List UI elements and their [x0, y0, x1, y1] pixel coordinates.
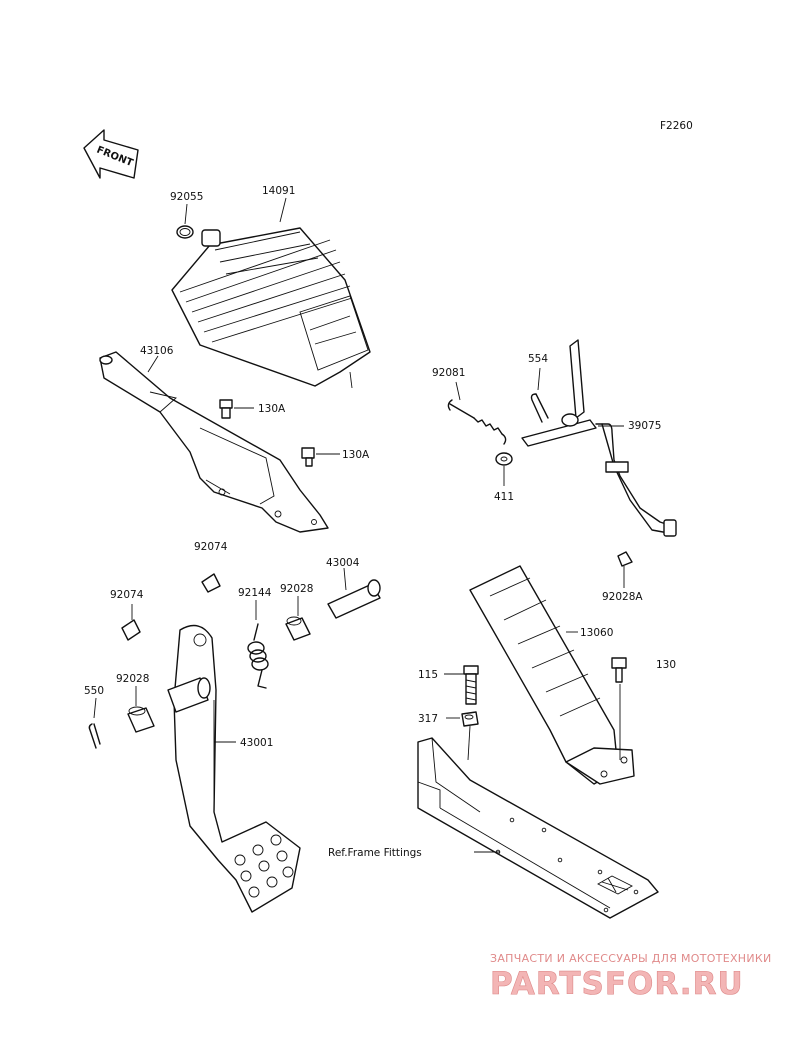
label-92144: 92144 — [238, 587, 272, 599]
label-130: 130 — [656, 659, 676, 671]
label-411: 411 — [494, 491, 514, 503]
collar-92028-lower — [127, 706, 155, 733]
cotter-pin-554 — [530, 393, 549, 423]
watermark: ЗАПЧАСТИ И АКСЕССУАРЫ ДЛЯ МОТОТЕХНИКИ PA… — [490, 952, 772, 1002]
washer-411 — [495, 452, 513, 466]
pedal-43001 — [167, 624, 301, 913]
spring-92144 — [247, 623, 269, 689]
front-arrow-icon: FRONT — [83, 129, 139, 179]
label-92028-lower: 92028 — [116, 673, 149, 685]
pin-43004 — [327, 579, 381, 619]
label-92074-top: 92074 — [194, 541, 228, 553]
watermark-tagline: ЗАПЧАСТИ И АКСЕССУАРЫ ДЛЯ МОТОТЕХНИКИ — [490, 952, 772, 965]
label-130A-lower: 130A — [342, 449, 370, 461]
bushing-92028A — [617, 551, 633, 567]
label-92074-left: 92074 — [110, 589, 144, 601]
bolt-115 — [463, 665, 479, 705]
label-43001: 43001 — [240, 737, 273, 749]
bolt-130A-lower — [301, 447, 315, 467]
bolt-130 — [611, 657, 627, 683]
label-317: 317 — [418, 713, 438, 725]
bracket-43106 — [99, 351, 329, 533]
pedal-13060 — [469, 565, 635, 785]
spring-92081 — [447, 399, 507, 445]
figure-code: F2260 — [660, 120, 693, 132]
bolt-130A-upper — [219, 399, 233, 419]
o-ring-92055 — [176, 225, 194, 239]
label-115: 115 — [418, 669, 438, 681]
label-92055: 92055 — [170, 191, 203, 203]
linkage-39075 — [521, 339, 677, 537]
watermark-brand: PARTSFOR.RU — [490, 966, 744, 1002]
label-130A-upper: 130A — [258, 403, 286, 415]
label-92081: 92081 — [432, 367, 465, 379]
collar-92028-upper — [285, 616, 311, 641]
pedal-cover-14091 — [171, 227, 371, 389]
label-92028-upper: 92028 — [280, 583, 313, 595]
label-43106: 43106 — [140, 345, 174, 357]
label-92028A: 92028A — [602, 591, 643, 603]
label-13060: 13060 — [580, 627, 613, 639]
label-554: 554 — [528, 353, 548, 365]
cotter-pin-550 — [88, 723, 101, 749]
frame-fitting-plate — [417, 737, 659, 919]
label-550: 550 — [84, 685, 104, 697]
stopper-92074-top — [201, 573, 221, 593]
label-14091: 14091 — [262, 185, 295, 197]
stopper-92074-left — [121, 619, 141, 641]
label-43004: 43004 — [326, 557, 360, 569]
label-ref-frame-fittings: Ref.Frame Fittings — [328, 847, 422, 859]
nut-317 — [461, 711, 479, 727]
label-39075: 39075 — [628, 420, 661, 432]
